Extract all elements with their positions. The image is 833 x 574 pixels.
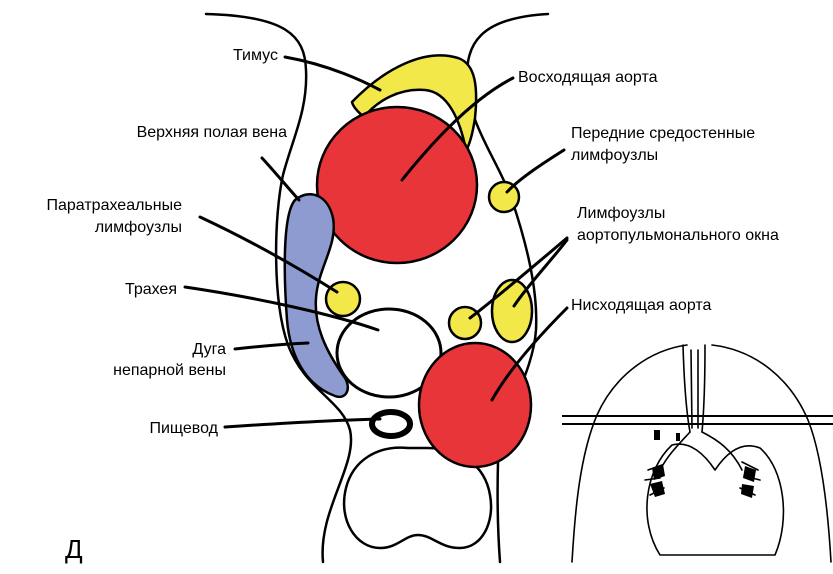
inset-left-hilar-nodes: [650, 464, 665, 497]
panel-letter: Д: [65, 534, 83, 564]
label-trachea: Трахея: [125, 281, 177, 298]
label-anterior-nodes-line2: лимфоузлы: [571, 147, 658, 164]
label-thymus: Тимус: [233, 47, 278, 64]
inset-upper-marks: [654, 430, 680, 441]
leader-thymus: [285, 57, 380, 90]
label-svc: Верхняя полая вена: [137, 124, 288, 141]
label-azygos-line2: непарной вены: [113, 362, 226, 379]
inset-left-bronchus: [660, 432, 690, 470]
leader-esophagus: [225, 419, 380, 427]
ascending-aorta-shape: [317, 107, 477, 263]
label-esophagus: Пищевод: [149, 420, 218, 437]
leader-ap-window-2: [514, 240, 567, 306]
esophagus-shape: [372, 412, 410, 436]
label-azygos-line1: Дуга: [192, 341, 226, 358]
descending-aorta-shape: [419, 343, 531, 467]
inset-trachea-left: [683, 345, 690, 432]
label-ascending-aorta: Восходящая аорта: [518, 69, 658, 86]
inset-trachea-right: [702, 345, 705, 432]
label-paratracheal-line2: лимфоузлы: [95, 219, 182, 236]
leader-anterior-nodes: [507, 150, 564, 192]
inset-left-lung: [572, 345, 687, 562]
chest-inset: [562, 345, 833, 562]
label-descending-aorta: Нисходящая аорта: [571, 297, 712, 314]
label-ap-window-line1: Лимфоузлы: [577, 205, 665, 222]
label-anterior-nodes-line1: Передние средостенные: [571, 125, 755, 142]
label-paratracheal-line1: Паратрахеальные: [47, 197, 183, 214]
label-ap-window-line2: аортопульмонального окна: [577, 227, 779, 244]
inset-right-bronchus: [702, 432, 742, 470]
inset-right-hilar-nodes: [741, 466, 756, 498]
inset-heart: [647, 444, 783, 555]
